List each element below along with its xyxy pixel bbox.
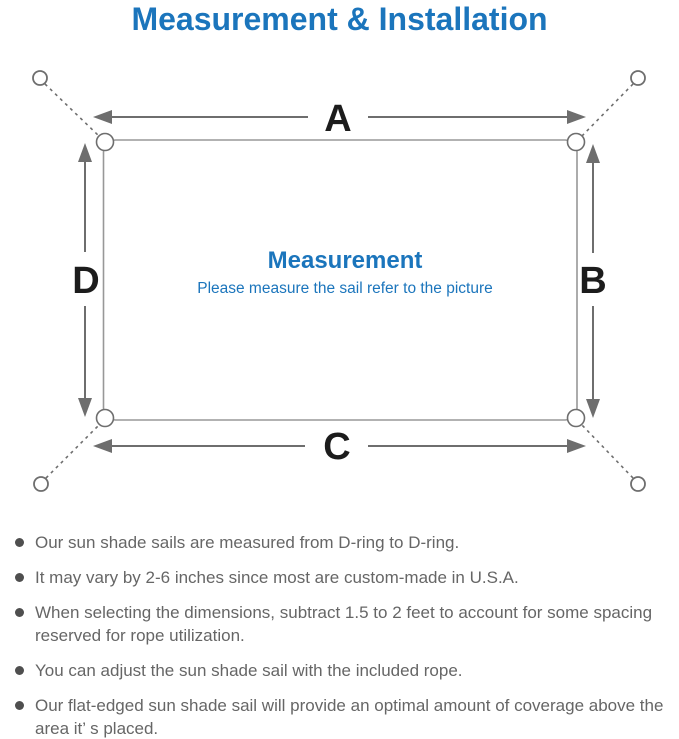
dimension-label-c: C <box>323 426 350 468</box>
arrowhead-c-right <box>567 439 586 453</box>
dimension-arrow-b <box>586 144 600 418</box>
d-ring-top-left <box>95 132 115 152</box>
dimension-label-a: A <box>324 98 351 140</box>
d-ring-top-right <box>566 132 586 152</box>
note-item: Our flat-edged sun shade sail will provi… <box>13 694 665 739</box>
dimension-label-b: B <box>579 260 606 302</box>
anchor-points <box>32 70 646 492</box>
anchor-circle-bottom-right <box>630 476 646 492</box>
rope-top-right <box>580 83 634 138</box>
anchor-circle-bottom-left <box>33 476 49 492</box>
anchor-circle-top-left <box>32 70 48 86</box>
diagram-center-heading: Measurement <box>268 247 423 274</box>
note-text: It may vary by 2-6 inches since most are… <box>35 568 519 587</box>
page-title: Measurement & Installation <box>131 1 548 37</box>
notes-list: Our sun shade sails are measured from D-… <box>13 531 665 739</box>
note-text: Our sun shade sails are measured from D-… <box>35 533 460 552</box>
arrowhead-d-bottom <box>78 398 92 417</box>
note-item: You can adjust the sun shade sail with t… <box>13 659 665 682</box>
bullet-dot-icon <box>15 538 24 547</box>
arrowhead-a-left <box>93 110 112 124</box>
dimension-arrow-a <box>93 110 586 124</box>
d-ring-bottom-right <box>566 408 586 428</box>
arrowhead-c-left <box>93 439 112 453</box>
rope-bottom-left <box>45 423 101 479</box>
bullet-dot-icon <box>15 701 24 710</box>
d-ring-bottom-left <box>95 408 115 428</box>
anchor-circle-top-right <box>630 70 646 86</box>
note-item: It may vary by 2-6 inches since most are… <box>13 566 665 589</box>
d-rings <box>95 132 586 428</box>
note-text: Our flat-edged sun shade sail will provi… <box>35 696 664 738</box>
rope-bottom-right <box>580 423 634 479</box>
dimension-arrow-d <box>78 143 92 417</box>
arrowhead-b-top <box>586 144 600 163</box>
arrowhead-d-top <box>78 143 92 162</box>
dimension-arrow-c <box>93 439 586 453</box>
diagram-center-subtitle: Please measure the sail refer to the pic… <box>197 280 493 297</box>
note-item: Our sun shade sails are measured from D-… <box>13 531 665 554</box>
arrowhead-a-right <box>567 110 586 124</box>
anchor-rope-lines <box>44 83 634 479</box>
note-text: You can adjust the sun shade sail with t… <box>35 661 463 680</box>
bullet-dot-icon <box>15 573 24 582</box>
rope-top-left <box>44 83 101 138</box>
dimension-label-d: D <box>72 260 99 302</box>
bullet-dot-icon <box>15 666 24 675</box>
arrowhead-b-bottom <box>586 399 600 418</box>
note-text: When selecting the dimensions, subtract … <box>35 603 653 645</box>
note-item: When selecting the dimensions, subtract … <box>13 601 665 647</box>
bullet-dot-icon <box>15 608 24 617</box>
sail-outline <box>102 139 578 421</box>
